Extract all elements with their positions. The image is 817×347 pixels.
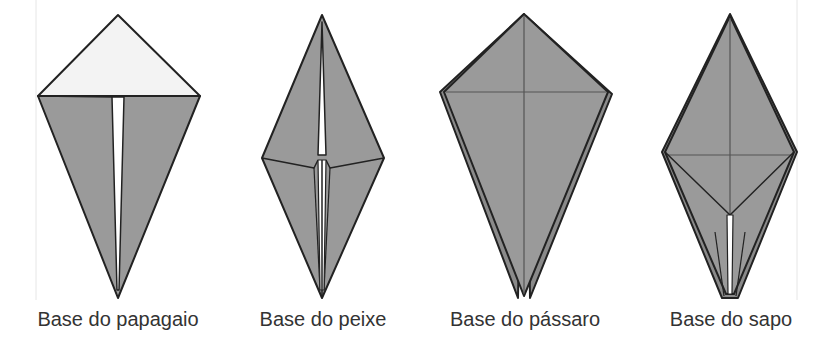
frog-base xyxy=(662,14,797,298)
caption: Base do sapo xyxy=(670,308,792,331)
fish-base xyxy=(262,15,384,298)
frame-edge xyxy=(36,0,37,300)
caption: Base do papagaio xyxy=(37,308,198,331)
caption: Base do pássaro xyxy=(450,308,600,331)
caption: Base do peixe xyxy=(260,308,387,331)
bird-base xyxy=(440,14,612,298)
kite-base xyxy=(38,15,200,298)
